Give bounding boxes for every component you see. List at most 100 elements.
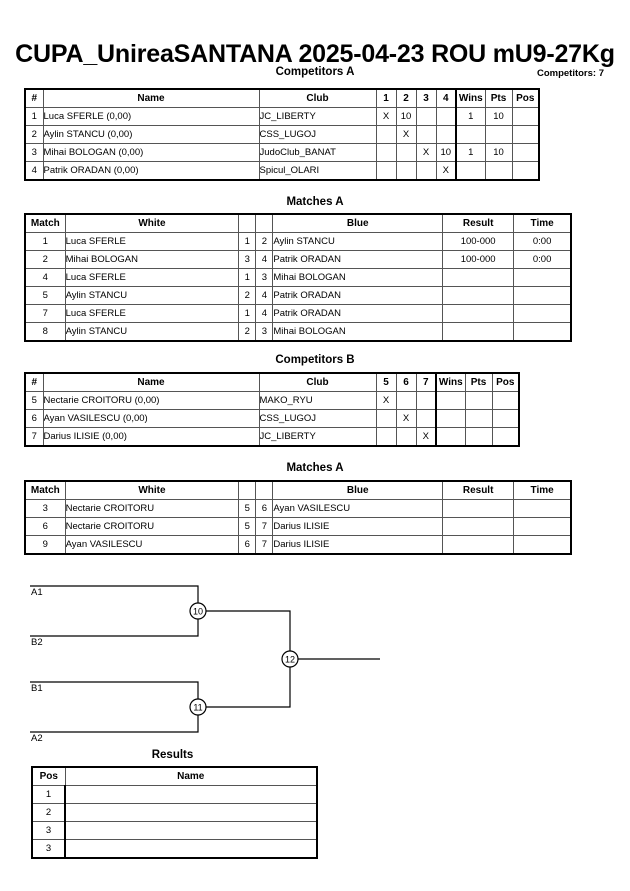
match-blue-seed: 2 bbox=[255, 232, 274, 251]
match-white-name: Nectarie CROITORU bbox=[64, 517, 240, 536]
result-grid-cell bbox=[415, 391, 437, 410]
column-header-wins: Wins bbox=[455, 88, 486, 108]
bracket-line-10-12 bbox=[198, 610, 291, 659]
match-white-seed: 3 bbox=[238, 250, 257, 269]
column-header-wins: Wins bbox=[435, 372, 466, 392]
match-time: 0:00 bbox=[513, 232, 572, 251]
match-blue-seed: 4 bbox=[255, 286, 274, 305]
competitor-position bbox=[511, 161, 540, 181]
result-grid-cell bbox=[375, 125, 397, 144]
column-header-white: White bbox=[64, 213, 240, 233]
bracket-nodes: 10 11 12 bbox=[189, 602, 299, 716]
column-header-num3 bbox=[255, 480, 274, 500]
bracket-seed-a1: A1 bbox=[31, 587, 43, 598]
column-header-num2 bbox=[238, 213, 257, 233]
competitor-club: JC_LIBERTY bbox=[258, 427, 377, 447]
match-number: 3 bbox=[24, 499, 66, 518]
competitor-number: 3 bbox=[24, 143, 44, 162]
competitor-name: Ayan VASILESCU (0,00) bbox=[42, 409, 260, 428]
match-white-name: Nectarie CROITORU bbox=[64, 499, 240, 518]
competitor-wins: 1 bbox=[455, 107, 486, 126]
competitor-wins bbox=[435, 409, 466, 428]
match-time bbox=[513, 304, 572, 323]
competitor-wins bbox=[455, 125, 486, 144]
match-blue-seed: 3 bbox=[255, 268, 274, 287]
match-result bbox=[441, 304, 515, 323]
result-grid-cell bbox=[375, 161, 397, 181]
competitor-number: 6 bbox=[24, 409, 44, 428]
competitor-number: 4 bbox=[24, 161, 44, 181]
table-row: 1 bbox=[31, 785, 318, 804]
competitor-number: 2 bbox=[24, 125, 44, 144]
column-header-match: Match bbox=[24, 213, 66, 233]
match-blue-name: Patrik ORADAN bbox=[272, 304, 443, 323]
match-number: 5 bbox=[24, 286, 66, 305]
result-grid-cell bbox=[375, 143, 397, 162]
bracket-seed-a2: A2 bbox=[31, 733, 43, 744]
matches-b-caption: Matches A bbox=[286, 462, 344, 474]
competitor-club: CSS_LUGOJ bbox=[258, 125, 377, 144]
competitor-wins: 1 bbox=[455, 143, 486, 162]
column-header-time: Time bbox=[513, 213, 572, 233]
column-header-3: 3 bbox=[415, 88, 437, 108]
result-position: 3 bbox=[31, 821, 66, 840]
result-position: 2 bbox=[31, 803, 66, 822]
column-header-club: Club bbox=[258, 372, 377, 392]
match-number: 9 bbox=[24, 535, 66, 555]
match-white-seed: 2 bbox=[238, 286, 257, 305]
result-name bbox=[64, 839, 318, 859]
match-blue-name: Patrik ORADAN bbox=[272, 250, 443, 269]
match-result: 100-000 bbox=[441, 232, 515, 251]
result-grid-cell bbox=[375, 427, 397, 447]
competitor-name: Nectarie CROITORU (0,00) bbox=[42, 391, 260, 410]
match-result bbox=[441, 499, 515, 518]
result-grid-cell bbox=[415, 107, 437, 126]
bracket-node-circle bbox=[189, 602, 207, 620]
result-grid-cell: X bbox=[395, 125, 417, 144]
bracket-line-b2 bbox=[30, 611, 199, 637]
competitor-position bbox=[491, 427, 520, 447]
result-grid-cell bbox=[395, 161, 417, 181]
match-white-name: Ayan VASILESCU bbox=[64, 535, 240, 555]
column-header-pos: Pos bbox=[31, 766, 66, 786]
result-position: 1 bbox=[31, 785, 66, 804]
column-header-blue: Blue bbox=[272, 480, 443, 500]
bracket-node-circle bbox=[189, 698, 207, 716]
competitor-club: MAKO_RYU bbox=[258, 391, 377, 410]
column-header-time: Time bbox=[513, 480, 572, 500]
competitor-number: 5 bbox=[24, 391, 44, 410]
competitor-points bbox=[484, 125, 513, 144]
match-number: 6 bbox=[24, 517, 66, 536]
column-header-2: 2 bbox=[395, 88, 417, 108]
match-white-name: Luca SFERLE bbox=[64, 232, 240, 251]
result-grid-cell: X bbox=[375, 107, 397, 126]
competitor-points bbox=[484, 161, 513, 181]
bracket-line-a1 bbox=[30, 585, 199, 611]
competitor-wins bbox=[435, 391, 466, 410]
result-grid-cell bbox=[395, 391, 417, 410]
competitor-points: 10 bbox=[484, 107, 513, 126]
match-time bbox=[513, 499, 572, 518]
table-row: 2 bbox=[31, 803, 318, 822]
competitor-club: CSS_LUGOJ bbox=[258, 409, 377, 428]
column-header-match: Match bbox=[24, 480, 66, 500]
bracket-node-10-label: 10 bbox=[193, 607, 203, 617]
match-number: 2 bbox=[24, 250, 66, 269]
competitor-club: JudoClub_BANAT bbox=[258, 143, 377, 162]
column-header-club: Club bbox=[258, 88, 377, 108]
column-header-num2 bbox=[238, 480, 257, 500]
bracket-line-b1 bbox=[30, 681, 199, 707]
